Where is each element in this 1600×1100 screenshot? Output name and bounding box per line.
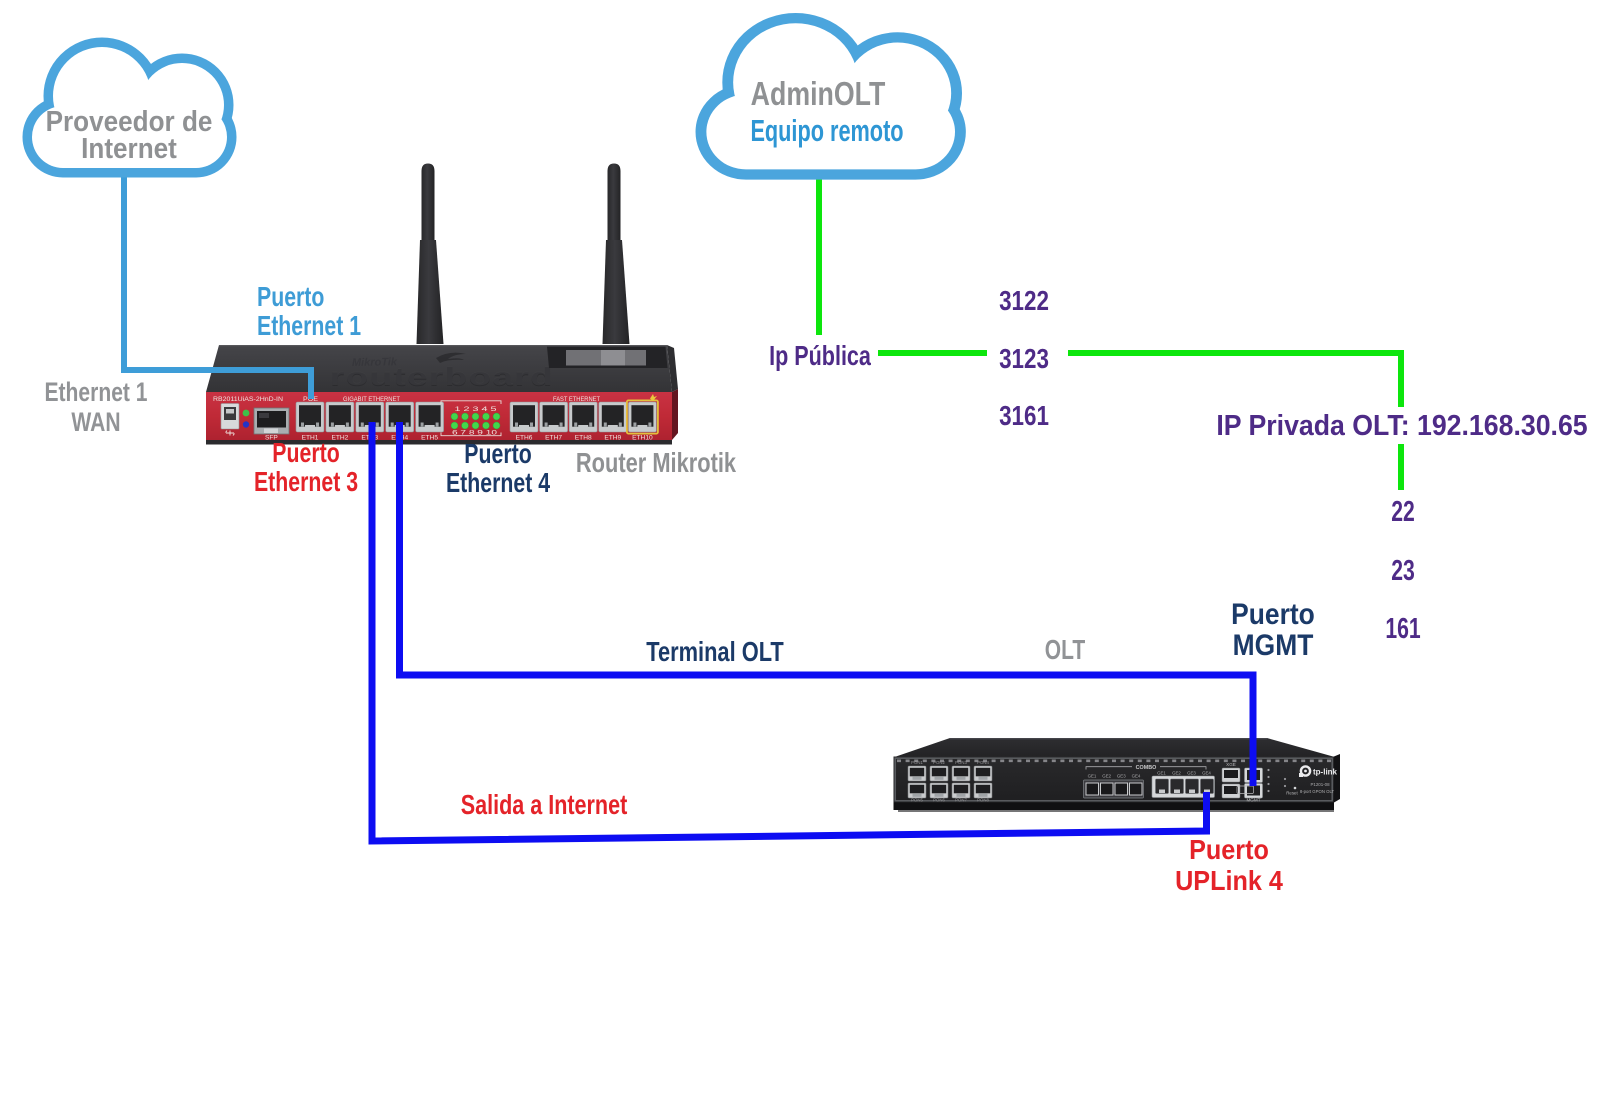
- eth2-label: ETH2: [331, 435, 348, 442]
- puerto-ethernet1-label: Puerto Ethernet 1: [257, 281, 362, 341]
- router-name-label: Router Mikrotik: [575, 447, 737, 478]
- combo-sfp-ge4-label: GE4: [1132, 774, 1141, 779]
- pon4-label: PON4: [977, 760, 989, 765]
- isp-cloud-label: Proveedor de Internet: [45, 106, 213, 165]
- eth5-label: ETH5: [421, 435, 438, 442]
- router-sfp-port: [253, 407, 290, 435]
- combo-sfp-ge3-label: GE3: [1117, 774, 1126, 779]
- terminal-olt-label: Terminal OLT: [646, 636, 784, 667]
- wan-line: [121, 167, 314, 399]
- mikrotik-swoosh-icon: [436, 352, 466, 363]
- combo-rj45-ge2-label: GE2: [1172, 770, 1181, 775]
- puerto-uplink-label: Puerto UPLink 4: [1175, 834, 1283, 896]
- router-led-green: [242, 409, 250, 417]
- eth8-label: ETH8: [575, 435, 592, 442]
- router-gigabit-label: GIGABIT ETHERNET: [343, 396, 400, 403]
- eth10-highlight: [626, 399, 659, 435]
- tp-link-logo-icon: [1299, 765, 1312, 777]
- admin-cloud-subtitle: Equipo remoto: [750, 113, 904, 148]
- connector-lines: [121, 167, 1404, 845]
- olt-top-face: [896, 738, 1333, 757]
- router-led-matrix: 1 2 3 4 5 6 7 8 9 10: [440, 400, 502, 437]
- nat-port-3161: 3161: [999, 400, 1049, 431]
- admin-cloud-title: AdminOLT: [750, 75, 886, 112]
- olt-status-leds: [1267, 768, 1287, 793]
- router-sfp-label: SFP: [265, 435, 278, 442]
- ethernet1-wan-label: Ethernet 1 WAN: [44, 377, 148, 437]
- olt-port-161: 161: [1385, 613, 1421, 645]
- pon7-label: PON7: [955, 798, 967, 803]
- olt-description-label: 8-port GPON OLT: [1300, 789, 1335, 794]
- isp-cloud: [22, 37, 237, 178]
- router-lcd: [547, 346, 668, 368]
- olt-combo-sfp: [1083, 779, 1144, 799]
- nat-port-3122: 3122: [999, 285, 1049, 316]
- olt-combo-label: COMBO: [1136, 765, 1157, 771]
- router-brand: routerboard: [330, 362, 554, 392]
- salida-internet-label: Salida a Internet: [460, 789, 628, 820]
- salida-internet-line: [368, 422, 1210, 845]
- eth9-label: ETH9: [604, 435, 621, 442]
- router-antenna-left: [416, 163, 444, 344]
- olt-console-port: [1236, 785, 1254, 794]
- usb-icon: [225, 430, 235, 436]
- olt-reset-hole: [1293, 786, 1297, 790]
- combo-sfp-ge1-label: GE1: [1088, 774, 1097, 779]
- ip-privada-label: IP Privada OLT: 192.168.30.65: [1216, 410, 1588, 442]
- olt-xge-ports: [1221, 767, 1241, 799]
- led-numbers-bottom: 6 7 8 9 10: [452, 430, 498, 437]
- olt-reset-label: Reset: [1286, 791, 1298, 796]
- nat-port-3123: 3123: [999, 343, 1049, 374]
- led-numbers-top: 1 2 3 4 5: [455, 406, 498, 413]
- olt-name-label: OLT: [1044, 634, 1086, 665]
- olt-combo-rj45: [1151, 775, 1215, 798]
- pon1-label: PON1: [911, 760, 923, 765]
- router-usb-port: [220, 403, 240, 436]
- combo-rj45-ge3-label: GE3: [1187, 770, 1196, 775]
- combo-rj45-ge4-label: GE4: [1202, 770, 1211, 775]
- green-line-elbow: [1068, 350, 1404, 407]
- olt-device: PON1 PON2 PON3 PON4 PON5 PON6 PON7 PON8 …: [893, 738, 1340, 812]
- olt-mgmt-label: MGMT: [1246, 798, 1260, 803]
- router-model-label: RB2011UiAS-2HnD-IN: [213, 396, 283, 403]
- ip-publica-label: Ip Pública: [769, 340, 871, 371]
- pon5-label: PON5: [911, 798, 923, 803]
- router-device: MikroTik routerboard routerboard RB2011U…: [206, 163, 678, 445]
- eth1-label: ETH1: [302, 435, 319, 442]
- router-fast-ports: [509, 394, 659, 435]
- combo-sfp-ge2-label: GE2: [1102, 774, 1111, 779]
- puerto-ethernet3-label: Puerto Ethernet 3: [253, 437, 359, 497]
- olt-model-label: P1201-08: [1310, 782, 1330, 787]
- router-brand-script: MikroTik: [352, 356, 398, 369]
- olt-port-22: 22: [1391, 496, 1415, 528]
- pon3-label: PON3: [955, 760, 967, 765]
- olt-xge-label: XGE: [1226, 762, 1236, 767]
- olt-port-23: 23: [1391, 555, 1415, 587]
- svg-text:routerboard: routerboard: [330, 361, 554, 391]
- pon2-label: PON2: [933, 760, 945, 765]
- olt-brand-label: tp-link: [1313, 768, 1338, 777]
- eth10-marker-icon: [650, 394, 657, 401]
- puerto-mgmt-label: Puerto MGMT: [1231, 598, 1315, 662]
- router-led-blue: [242, 421, 250, 428]
- cloud-shapes: [22, 12, 966, 180]
- combo-rj45-ge1-label: GE1: [1157, 770, 1166, 775]
- admin-cloud: [695, 12, 966, 180]
- eth7-label: ETH7: [545, 435, 562, 442]
- pon6-label: PON6: [933, 798, 945, 803]
- router-antenna-right: [602, 163, 630, 344]
- puerto-ethernet4-label: Puerto Ethernet 4: [445, 438, 551, 498]
- olt-combo-bracket: [1085, 766, 1207, 770]
- router-poe-label: POE: [303, 396, 318, 403]
- terminal-olt-line: [396, 422, 1257, 786]
- eth10-label: ETH10: [632, 435, 653, 442]
- router-fast-label: FAST ETHERNET: [553, 396, 600, 403]
- pon8-label: PON8: [977, 798, 989, 803]
- eth6-label: ETH6: [516, 435, 533, 442]
